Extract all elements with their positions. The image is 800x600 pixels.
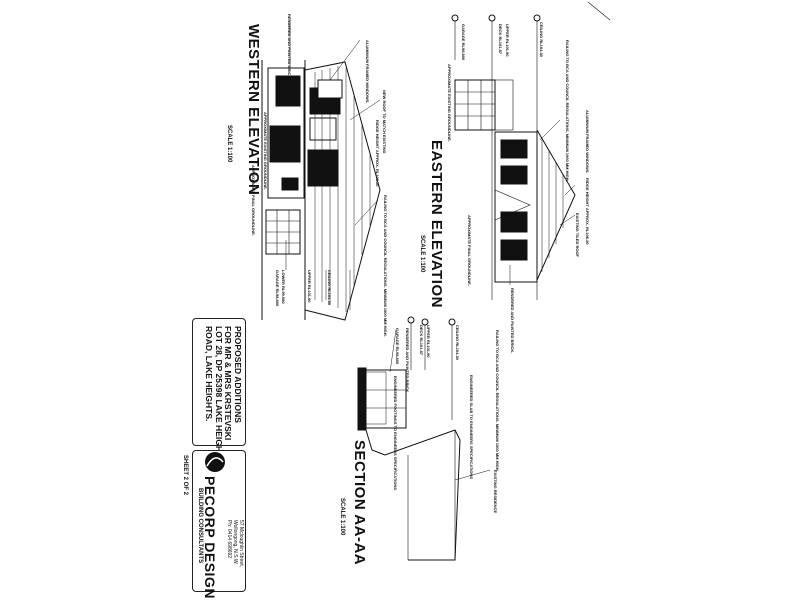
eastern-upper-wall [494,131,538,283]
company-address-line-2: Wollongong, N.S.W. [232,520,238,565]
company-address: 57 Mcloughlin Street, Wollongong, N.S.W.… [226,520,244,567]
title-block-box [192,318,246,446]
eastern-elevation-drawing [451,14,576,300]
company-address-line-1: 57 Mcloughlin Street, [238,520,244,567]
company-logo-icon [205,452,225,472]
western-elevation-drawing [261,20,381,321]
western-window-2 [269,125,301,163]
company-block-box [192,450,246,592]
company-tagline: BUILDING CONSULTANTS [197,488,203,564]
section-aa-drawing [357,316,491,561]
western-window-3 [281,177,299,191]
company-name: PECORP DESIGN [202,476,218,599]
eastern-window-2 [500,165,528,185]
western-roof [304,61,381,321]
sheet-fold-mark [587,1,611,21]
western-window-6 [309,117,337,141]
western-lower-wall [267,67,305,199]
eastern-roof [536,129,576,281]
eastern-window-4 [500,239,528,261]
eastern-roof-hatch [541,138,564,272]
western-window-5 [307,149,339,187]
eastern-window-1 [500,139,528,159]
western-window-1 [275,75,301,107]
